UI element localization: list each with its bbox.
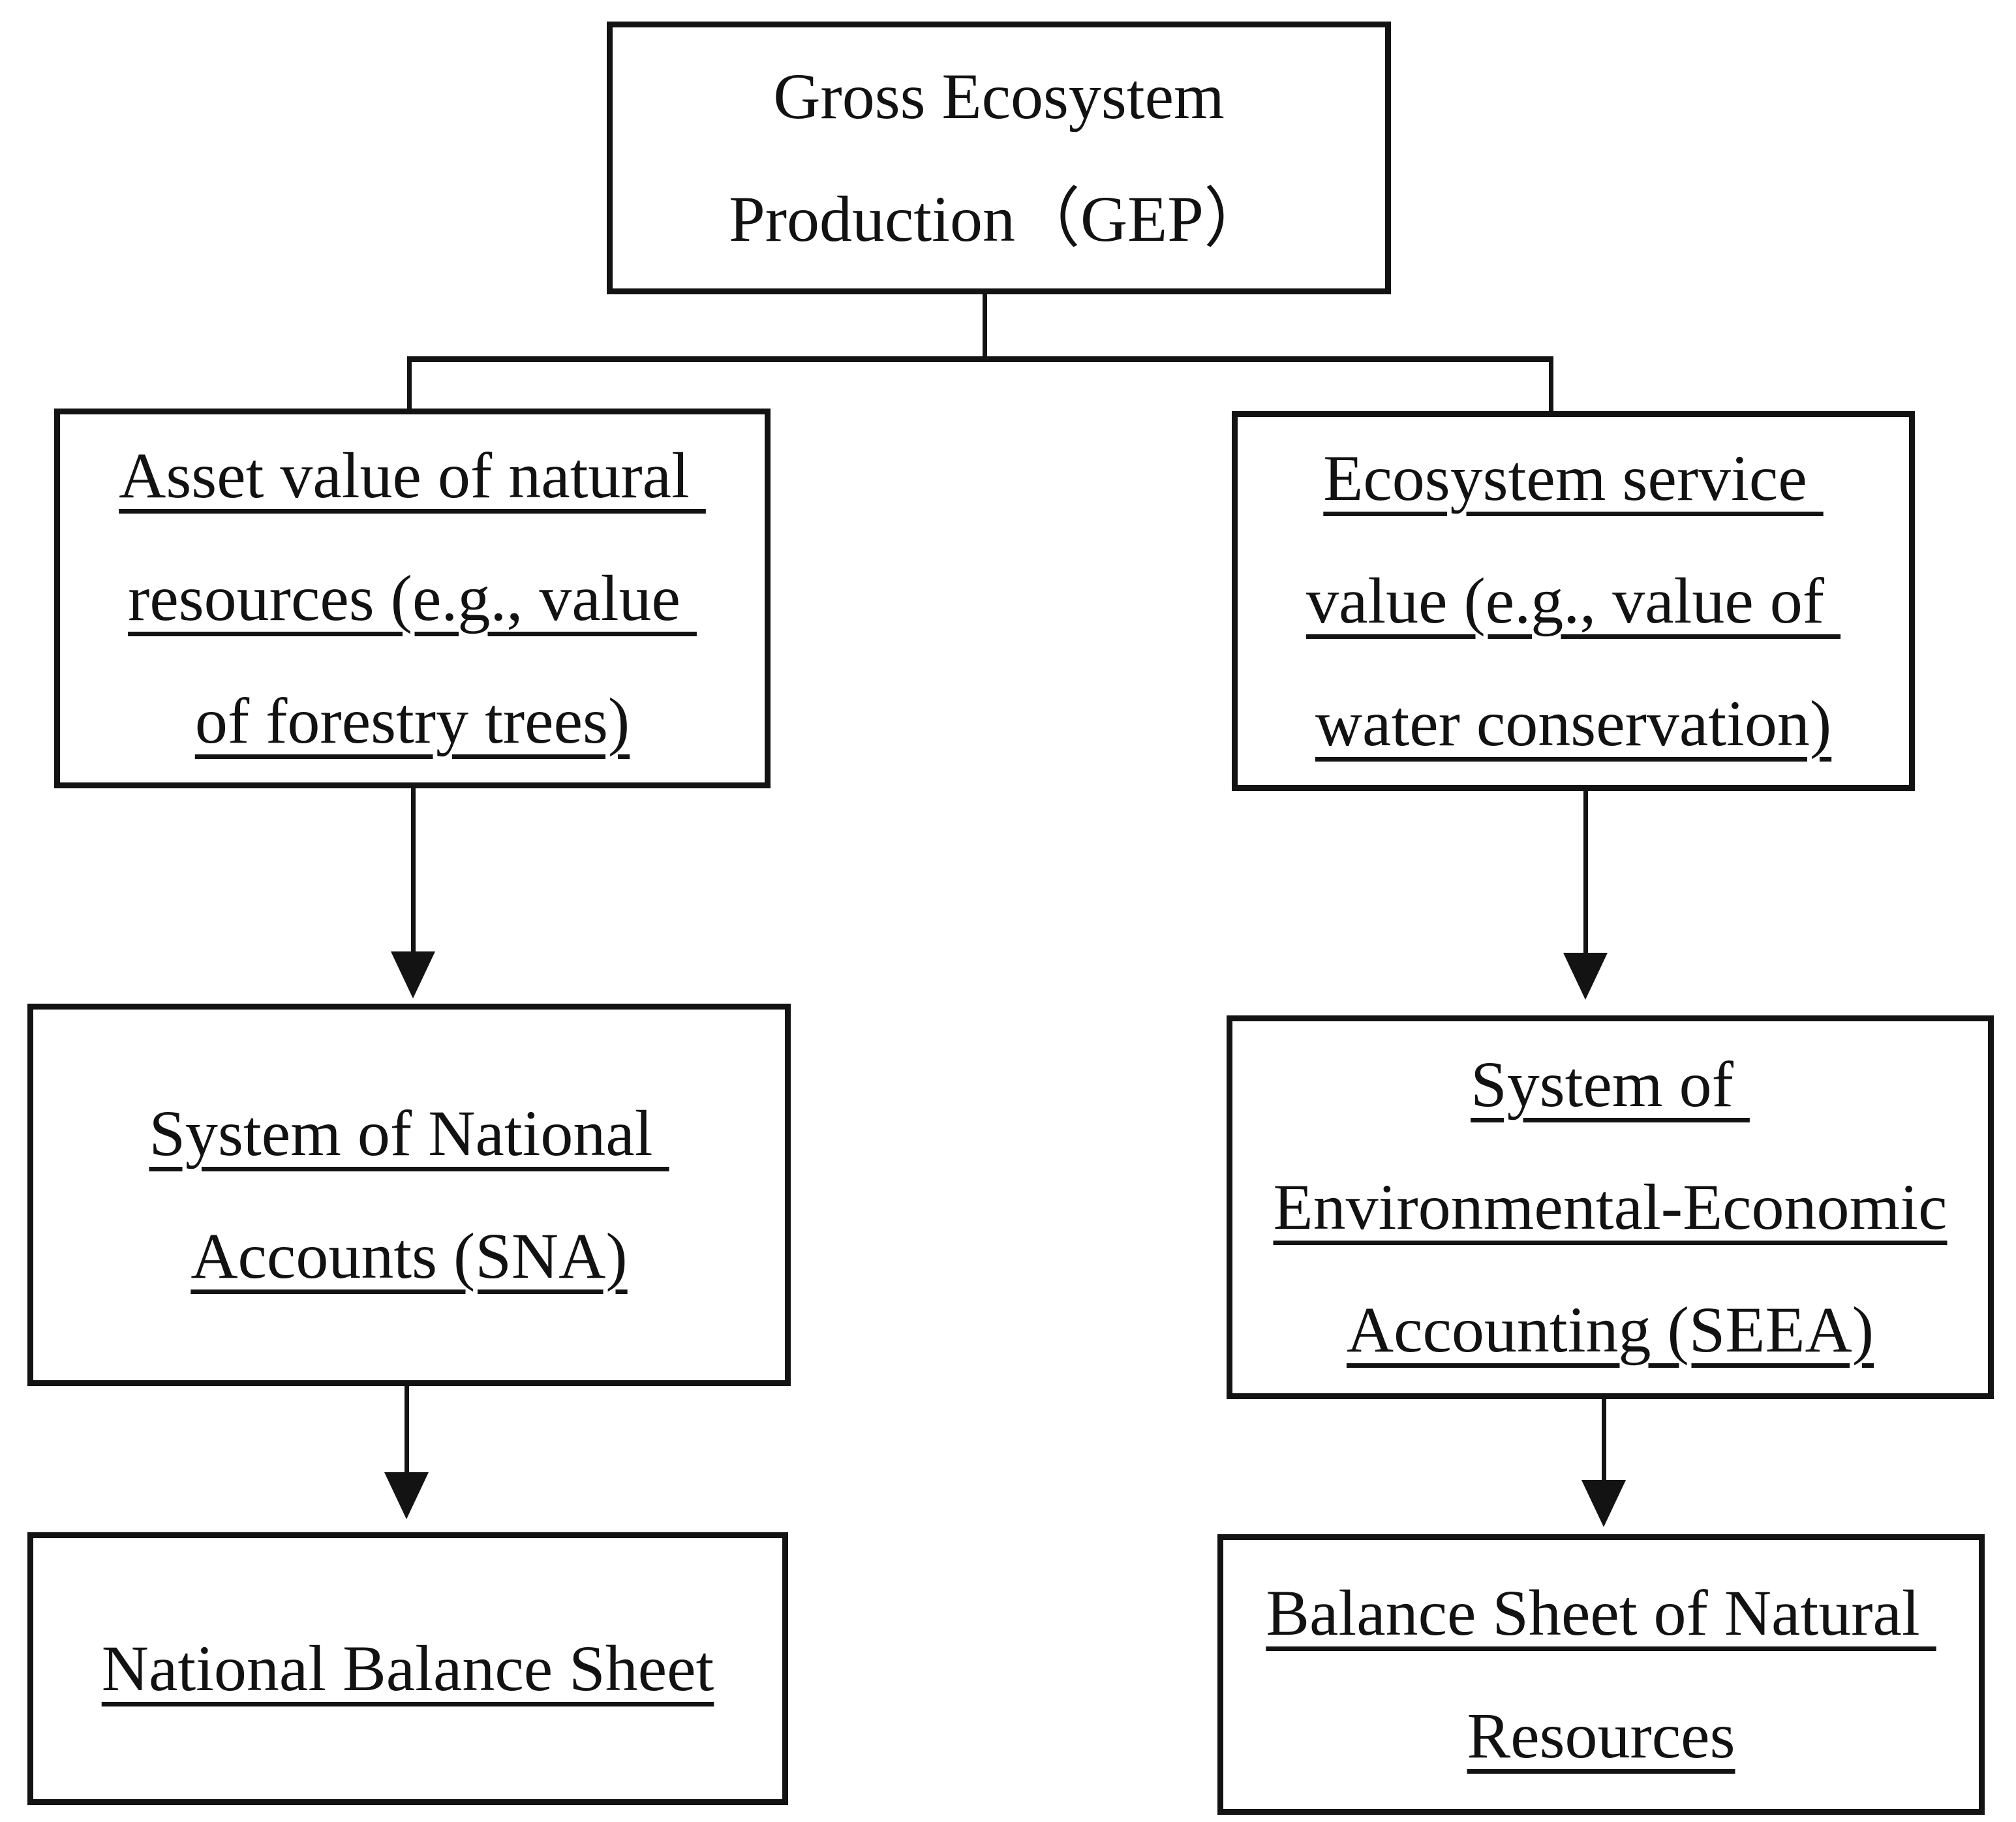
arrow-sna-to-nbs-shaft <box>405 1383 409 1474</box>
box-bsnr-line2: Resources <box>1467 1699 1735 1772</box>
connector-root-stub <box>983 292 987 360</box>
box-eco-line3: water conservation) <box>1315 687 1832 760</box>
box-asset-line3: of forestry trees) <box>194 685 630 757</box>
box-ecosystem-service-value: Ecosystem service value (e.g., value of … <box>1232 411 1915 791</box>
arrow-down-head-icon <box>1581 1480 1626 1527</box>
box-bsnr-line1: Balance Sheet of Natural <box>1266 1577 1936 1649</box>
box-sna-line2: Accounts (SNA) <box>191 1220 628 1292</box>
box-system-environmental-economic-accounting: System of Environmental-Economic Account… <box>1227 1015 1994 1399</box>
box-sna-line1: System of National <box>149 1097 669 1169</box>
box-gross-ecosystem-production: Gross Ecosystem Production（GEP） <box>607 22 1391 294</box>
box-seea-line1: System of <box>1471 1048 1750 1120</box>
connector-right-branch-drop <box>1549 356 1553 418</box>
connector-branch-crossbar <box>407 356 1553 362</box>
arrow-seea-to-bsnr-shaft <box>1602 1397 1606 1481</box>
box-system-national-accounts: System of National Accounts (SNA) <box>27 1004 791 1386</box>
box-asset-line1: Asset value of natural <box>119 439 706 512</box>
arrow-down-head-icon <box>384 1472 429 1519</box>
box-asset-value-natural-resources: Asset value of natural resources (e.g., … <box>54 409 771 788</box>
box-gep-line2: Production（GEP） <box>729 183 1269 255</box>
box-eco-line1: Ecosystem service <box>1323 442 1824 514</box>
box-national-balance-sheet: National Balance Sheet <box>27 1532 788 1805</box>
box-balance-sheet-natural-resources: Balance Sheet of Natural Resources <box>1217 1534 1985 1815</box>
box-eco-line2: value (e.g., value of <box>1306 564 1841 637</box>
box-gep-line1: Gross Ecosystem <box>773 60 1225 132</box>
box-nbs-line1: National Balance Sheet <box>101 1632 714 1705</box>
arrow-eco-to-seea-shaft <box>1583 788 1588 954</box>
arrow-down-head-icon <box>391 951 435 998</box>
box-seea-line3: Accounting (SEEA) <box>1346 1293 1874 1366</box>
box-asset-line2: resources (e.g., value <box>128 562 697 634</box>
box-seea-line2: Environmental-Economic <box>1273 1171 1947 1243</box>
arrow-down-head-icon <box>1563 953 1608 1000</box>
arrow-asset-to-sna-shaft <box>411 785 416 953</box>
connector-left-branch-drop <box>407 356 412 415</box>
